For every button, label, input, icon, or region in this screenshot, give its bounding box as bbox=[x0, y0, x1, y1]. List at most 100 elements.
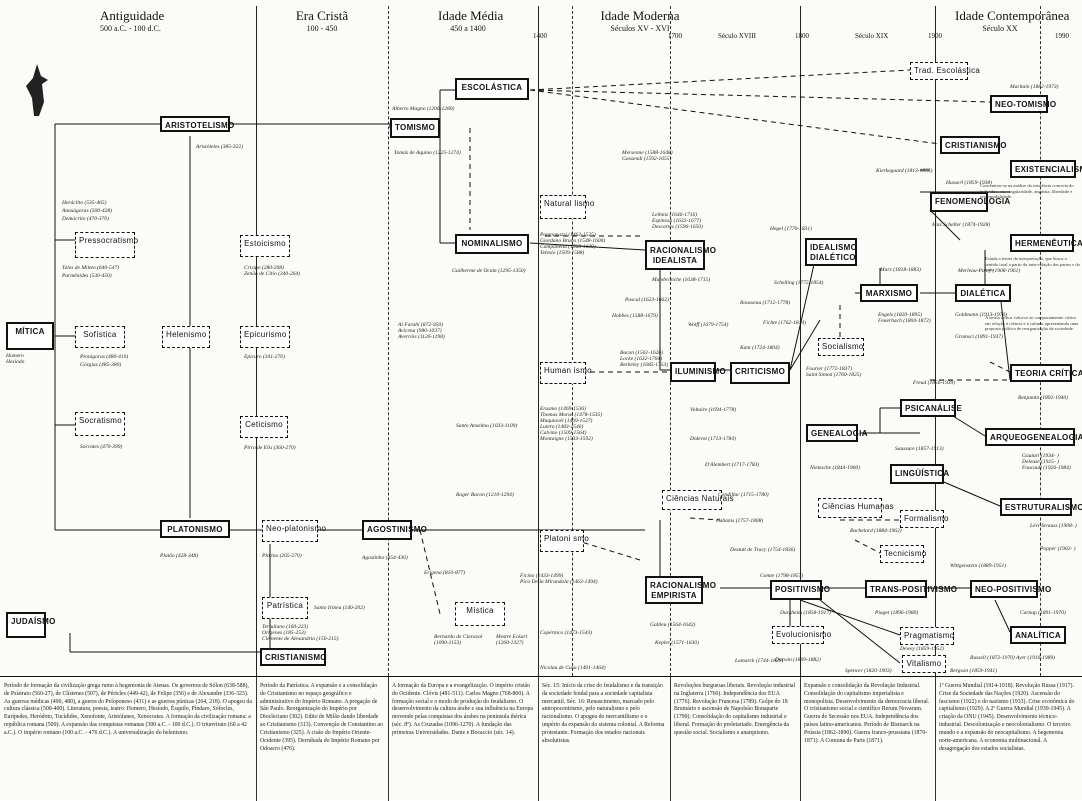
box-patristica: Patrística bbox=[262, 597, 308, 619]
footer-idade-media: A formação da Europa e a evangelização. … bbox=[392, 683, 533, 736]
box-idealismo-dialetico: IDEALISMO DIALÉTICO bbox=[805, 238, 857, 266]
label-dewey: Dewey (1859-1952) bbox=[900, 646, 944, 652]
era-moderna: Idade Moderna Séculos XV - XVI bbox=[580, 8, 700, 33]
label-cabanis: Cabanis (1757-1808) bbox=[716, 518, 764, 524]
label-wittgenstein: Wittgenstein (1889-1951) bbox=[950, 563, 1007, 569]
box-arqueogenealogia: ARQUEOGENEALOGIA bbox=[985, 428, 1082, 446]
label-kant: Kant (1724-1804) bbox=[740, 345, 780, 351]
label-tomas: Tomás de Aquino (1225-1274) bbox=[394, 150, 461, 156]
label-platao: Platão (428-348) bbox=[160, 553, 199, 559]
box-positivismo: POSITIVISMO bbox=[770, 580, 830, 600]
label-engels: Engels (1820-1895) Feuerbach (1804-1872) bbox=[878, 312, 931, 325]
box-ciencias-humanas: Ciências Humanas bbox=[818, 498, 894, 518]
label-pre3: Demócrito (470-370) bbox=[62, 216, 109, 222]
label-freud: Freud (1856-1939) bbox=[913, 380, 956, 386]
label-renasc1: Pomponazzi (1462-1525) Giordano Bruno (1… bbox=[540, 232, 606, 257]
era-separator bbox=[935, 6, 936, 676]
label-durkheim: Durkheim (1858-1917) bbox=[780, 610, 831, 616]
era-dates: Século XX bbox=[982, 24, 1018, 33]
label-socrates: Sócrates (470-399) bbox=[80, 444, 123, 450]
footer-separator bbox=[388, 677, 389, 801]
box-teoria-critica: TEORIA CRÍTICA bbox=[1010, 364, 1082, 382]
tick-1800: 1800 bbox=[795, 32, 809, 40]
label-bacon: Bacon (1561-1626) Locke (1632-1704) Berk… bbox=[620, 350, 669, 369]
label-carnap: Carnap (1891-1970) bbox=[1020, 610, 1066, 616]
label-plotino: Plotino (205-270) bbox=[262, 553, 302, 559]
box-judaismo: JUDAÍSMO bbox=[6, 612, 55, 638]
era-media: Idade Média 450 a 1400 bbox=[438, 8, 503, 33]
label-schelling: Schelling (1775-1854) bbox=[774, 280, 824, 286]
label-anselmo: Santo Anselmo (1033-1109) bbox=[456, 423, 518, 429]
box-aristotelismo: ARISTOTELISMO bbox=[160, 116, 234, 132]
label-fourier: Fourier (1772-1837) Saint Simon (1760-18… bbox=[806, 366, 862, 379]
box-tomismo: TOMISMO bbox=[390, 118, 440, 138]
century-separator bbox=[670, 6, 671, 676]
label-pascal: Pascal (1623-1662) bbox=[625, 297, 669, 303]
label-ockham: Guilherme de Ocam (1295-1350) bbox=[452, 268, 526, 274]
box-trad-escolastica: Trad. Escolástica bbox=[910, 62, 980, 80]
desc-existencialismo: Concentrou-se na análise da existência c… bbox=[980, 183, 1074, 200]
desc-dialetica: A teoria crítica volta-se ao comportamen… bbox=[985, 315, 1079, 332]
box-cristianismo: CRISTIANISMO bbox=[260, 648, 327, 666]
label-spencer: Spencer (1820-1903) bbox=[845, 668, 892, 674]
era-separator bbox=[388, 6, 389, 676]
box-hermeneutica: HERMENÊUTICA bbox=[1010, 234, 1082, 252]
box-dialetica: DIALÉTICA bbox=[955, 284, 1011, 302]
footer-seculo-xviii: Revoluções burguesas liberais. Revolução… bbox=[674, 683, 796, 736]
tick-xix: Século XIX bbox=[855, 32, 889, 40]
label-maritain: Maritain (1882-1973) bbox=[1010, 84, 1059, 90]
label-epicuro: Epicuro (341-270) bbox=[244, 354, 285, 360]
box-neotomismo: NEO-TOMISMO bbox=[990, 95, 1056, 113]
label-nietzsche: Nietzsche (1844-1900) bbox=[810, 465, 860, 471]
label-kierkegaard: Kierkegaard (1813-1855) bbox=[876, 168, 933, 174]
label-rousseau: Rousseau (1712-1778) bbox=[740, 300, 790, 306]
label-nicolau: Nicolau de Cusa (1401-1464) bbox=[540, 665, 606, 671]
box-criticismo: CRITICISMO bbox=[730, 362, 790, 384]
footer-separator bbox=[256, 677, 257, 801]
label-bernardo: Bernardo de Claraval (1090-1153) bbox=[434, 634, 483, 647]
century-separator bbox=[1040, 6, 1041, 676]
box-socratismo: Socratismo bbox=[75, 412, 125, 436]
box-tecnicismo: Tecnicismo bbox=[880, 545, 926, 563]
label-bacon_r: Roger Bacon (1210-1294) bbox=[456, 492, 514, 498]
label-scheler: Max Scheller (1874-1928) bbox=[932, 222, 991, 228]
era-dates: 500 a.C. - 100 d.C. bbox=[100, 24, 161, 33]
era-separator bbox=[800, 6, 801, 676]
box-evolucionismo: Evolucionismo bbox=[772, 626, 831, 644]
box-socialismo: Socialismo bbox=[818, 338, 864, 356]
box-genealogia: GENEALOGIA bbox=[806, 424, 867, 442]
label-husserl: Husserl (1859-1938) bbox=[946, 180, 992, 186]
era-crista: Era Cristã 100 - 450 bbox=[292, 8, 352, 33]
box-ceticismo: Ceticismo bbox=[240, 416, 288, 438]
box-escolastica: ESCOLÁSTICA bbox=[455, 78, 529, 100]
label-marx: Marx (1818-1883) bbox=[880, 267, 921, 273]
footer-era-crista: Período da Patrística. A expansão e a co… bbox=[260, 683, 383, 752]
label-tracy: Destutt de Tracy (1754-1836) bbox=[730, 547, 796, 553]
box-estoicismo: Estoicismo bbox=[240, 235, 290, 257]
label-condillac: Condillac (1715-1780) bbox=[718, 492, 769, 498]
box-helenismo: Helenismo bbox=[162, 326, 210, 348]
label-copernico: Copérnico (1473-1543) bbox=[540, 630, 593, 636]
box-psicanalise: PSICANÁLISE bbox=[900, 399, 962, 417]
label-alberto: Alberto Magno (1206-1280) bbox=[392, 106, 455, 112]
label-fichte: Fichte (1762-1814) bbox=[763, 320, 806, 326]
era-dates: Séculos XV - XVI bbox=[610, 24, 670, 33]
box-neopositivismo: NEO-POSITIVISMO bbox=[970, 580, 1051, 598]
box-iluminismo: ILUMINISMO bbox=[670, 362, 726, 382]
label-saussure: Saussure (1857-1913) bbox=[895, 446, 944, 452]
box-estruturalismo: ESTRUTURALISMO bbox=[1000, 498, 1082, 516]
box-mistica: Mística bbox=[455, 602, 505, 626]
label-darwin: Darwin (1809-1882) bbox=[775, 657, 821, 663]
label-sof2: Górgias (485-380) bbox=[80, 362, 122, 368]
box-trans-positivismo: TRANS-POSITIVISMO bbox=[865, 580, 957, 598]
label-diderot: Diderot (1713-1784) bbox=[690, 436, 736, 442]
label-comte: Comte (1798-1857) bbox=[760, 573, 804, 579]
label-pre1: Heráclito (535-465) bbox=[62, 200, 107, 206]
label-hobbes: Hobbes (1588-1679) bbox=[612, 313, 658, 319]
tick-1400: 1400 bbox=[533, 32, 547, 40]
footer-seculo-xx: 1ª Guerra Mundial (1914-1918). Revolução… bbox=[939, 683, 1075, 752]
footer-separator bbox=[800, 677, 801, 801]
label-levistrauss: Lévi-Strauss (1908- ) bbox=[1030, 523, 1077, 529]
era-dates: 450 a 1400 bbox=[450, 24, 486, 33]
